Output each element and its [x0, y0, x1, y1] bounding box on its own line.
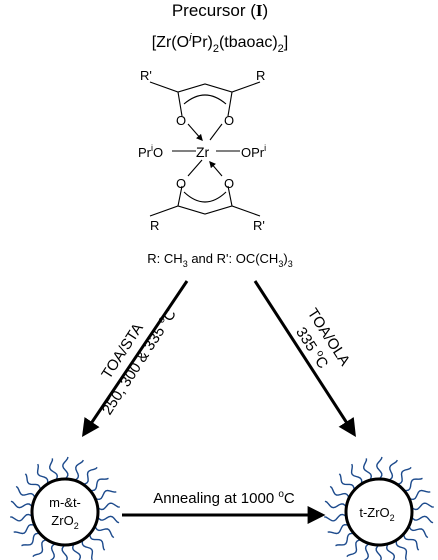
- left-particle-formula: ZrO2: [51, 513, 78, 531]
- ligand-chain: [395, 539, 408, 560]
- ligand-chain: [74, 459, 84, 481]
- ligand-chain: [362, 458, 373, 481]
- ligand-chain: [62, 456, 69, 480]
- ligand-chain: [10, 513, 33, 522]
- right-isopropoxide: OPri: [241, 143, 266, 160]
- ligand-chain: [32, 538, 48, 558]
- ligand-chain: [61, 544, 68, 560]
- left-route-label: TOA/STA 250, 300 & 335 oC: [98, 306, 180, 418]
- ligand-chain: [94, 525, 115, 539]
- ligand-chain: [404, 477, 423, 492]
- right-particle-core: [344, 477, 414, 547]
- ligand-chain: [89, 533, 106, 551]
- bottom-ring-delocalized-arc: [183, 191, 227, 203]
- ligand-chain: [338, 473, 355, 491]
- right-nanoparticle: t-ZrO2: [324, 456, 434, 560]
- reaction-arrows: [81, 280, 356, 524]
- ligand-chain: [375, 544, 382, 560]
- bottom-left-r: R: [150, 218, 159, 233]
- ligand-chain: [329, 485, 350, 499]
- ligand-chain: [97, 515, 120, 524]
- ligand-chain: [13, 523, 36, 535]
- left-particle-phase: m-&t-: [49, 495, 81, 510]
- zirconium-atom: Zr: [196, 144, 210, 160]
- top-left-coordination-arrow: [187, 123, 203, 141]
- ligand-chain: [71, 543, 82, 560]
- top-ring-bond-right: [227, 91, 233, 117]
- bottom-ring-backbone: [149, 205, 261, 217]
- right-particle-ligands: [324, 456, 434, 560]
- ligand-chain: [49, 543, 56, 560]
- substituent-legend: R: CH3 and R': OC(CH3)3: [147, 251, 292, 269]
- ligand-chain: [408, 525, 429, 539]
- ligand-chain: [411, 515, 434, 524]
- ligand-chain: [324, 500, 347, 509]
- ligand-chain: [324, 513, 347, 522]
- annealing-label: Annealing at 1000 oC: [153, 489, 295, 507]
- ligand-chain: [97, 502, 120, 511]
- bottom-right-oxygen: O: [224, 176, 234, 191]
- bottom-left-oxygen: O: [176, 176, 186, 191]
- right-route-label: TOA/OLA 335 oC: [292, 305, 353, 372]
- ligand-chain: [24, 473, 41, 491]
- ligand-chain: [376, 456, 383, 480]
- ligand-chain: [82, 466, 98, 486]
- structure-labels: R' R O O Zr PriO OPri O O R R': [138, 68, 266, 233]
- right-reaction-arrow: [253, 280, 356, 438]
- bottom-right-r-prime: R': [253, 218, 265, 233]
- ligand-chain: [36, 463, 49, 485]
- ligand-chain: [363, 543, 370, 560]
- ligand-chain: [81, 539, 94, 560]
- ligand-chain: [335, 532, 354, 547]
- ligand-chain: [388, 459, 398, 481]
- top-right-o-zr-bond: [209, 123, 223, 141]
- right-particle-formula: t-ZrO2: [359, 505, 394, 523]
- ligand-chain: [396, 466, 412, 486]
- ligand-chain: [90, 477, 109, 492]
- top-ring-backbone: [149, 81, 261, 93]
- left-reaction-arrow: [81, 280, 189, 437]
- ligand-chain: [10, 500, 33, 509]
- left-nanoparticle: m-&t- ZrO2: [10, 456, 120, 560]
- ligand-chain: [94, 489, 117, 501]
- top-ring-delocalized-arc: [183, 94, 227, 105]
- ligand-chain: [385, 543, 396, 560]
- bottom-ring-bond-left: [177, 185, 183, 207]
- precursor-formula: [Zr(OiPr)2(tbaoac)2]: [152, 32, 289, 55]
- precursor-title: Precursor (I): [172, 1, 268, 20]
- ligand-chain: [21, 532, 40, 547]
- ligand-chain: [350, 463, 363, 485]
- bottom-left-o-zr-bond: [187, 159, 203, 177]
- left-particle-ligands: [10, 456, 120, 560]
- ligand-chain: [346, 538, 362, 558]
- left-particle-core: [30, 477, 100, 547]
- zr-complex-structure: [149, 81, 261, 217]
- ligand-chain: [15, 485, 36, 499]
- ligand-chain: [408, 489, 431, 501]
- bottom-right-coordination-arrow: [209, 160, 223, 177]
- top-right-oxygen: O: [224, 113, 234, 128]
- ligand-chain: [48, 458, 59, 481]
- top-right-r: R: [256, 68, 265, 83]
- ligand-chain: [403, 533, 420, 551]
- top-left-oxygen: O: [176, 113, 186, 128]
- top-left-r-prime: R': [140, 68, 152, 83]
- top-ring-bond-left: [177, 91, 183, 117]
- bottom-ring-bond-right: [227, 185, 233, 207]
- ligand-chain: [327, 523, 350, 535]
- left-isopropoxide: PriO: [138, 143, 163, 160]
- ligand-chain: [411, 502, 434, 511]
